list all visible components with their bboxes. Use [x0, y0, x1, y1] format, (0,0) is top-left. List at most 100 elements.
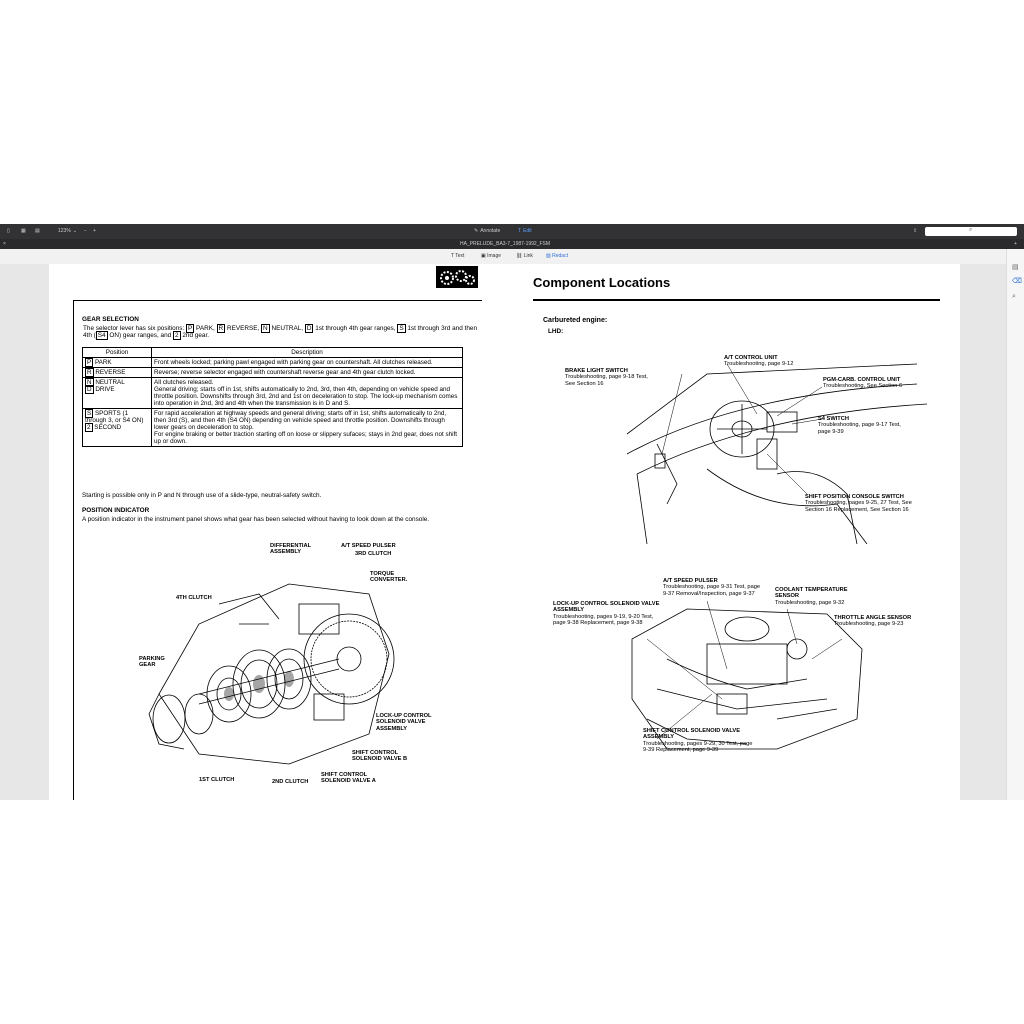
callout-title: THROTTLE ANGLE SENSOR: [834, 615, 912, 621]
link-icon: ⛓: [516, 253, 523, 259]
gear-selection-heading: GEAR SELECTION: [82, 316, 139, 323]
position-description: For rapid acceleration at highway speeds…: [154, 410, 447, 431]
callout-detail: Troubleshooting, page 9-18 Test, See Sec…: [565, 374, 648, 387]
zoom-level[interactable]: 123%⌄: [58, 228, 77, 234]
link-tool-label: Link: [523, 253, 533, 259]
search-panel-icon[interactable]: ⌕: [1012, 293, 1016, 300]
label-lockup-valve: LOCK-UP CONTROL SOLENOID VALVE ASSEMBLY: [376, 713, 432, 732]
transmission-illustration: [148, 583, 395, 765]
grid-view-icon[interactable]: ▦: [21, 228, 26, 234]
position-name: PARK: [94, 359, 112, 366]
intro-part-1: The selector lever has six positions:: [83, 325, 185, 332]
right-sidebar: ▤ ⌫ ⌕: [1006, 249, 1024, 800]
label-2nd-clutch: 2ND CLUTCH: [272, 779, 309, 785]
label-shift-valve-b: SHIFT CONTROL SOLENOID VALVE B: [352, 750, 408, 763]
table-header-row: Position Description: [82, 347, 463, 358]
margin-rule: [73, 300, 74, 800]
label-shift-valve-a: SHIFT CONTROL SOLENOID VALVE A: [321, 772, 376, 785]
dashboard-illustration: [626, 363, 928, 544]
header-rule: [73, 300, 482, 301]
tag-icon[interactable]: ⌫: [1012, 278, 1022, 285]
position-indicator-text: A position indicator in the instrument p…: [82, 516, 430, 523]
callout-detail: Troubleshooting, page 9-23: [834, 621, 904, 628]
callout-detail: Troubleshooting, page 9-32: [775, 599, 845, 606]
callout-detail: Troubleshooting, pages 9-29, 30 Test, pa…: [643, 740, 753, 753]
edit-toolbar: T Text ▣ Image ⛓ Link ▨ Redact: [0, 249, 1024, 265]
add-tab-icon[interactable]: +: [1014, 241, 1017, 247]
intro-part-2: 1st through 4th gear ranges,: [315, 325, 396, 332]
share-icon[interactable]: ⇪: [913, 228, 918, 234]
position-description: For engine braking or better traction st…: [154, 431, 458, 445]
position-code: N: [85, 378, 94, 387]
page-left: GEAR SELECTION The selector lever has si…: [49, 264, 507, 800]
zoom-in-button[interactable]: +: [93, 228, 96, 234]
label-torque-converter: TORQUE CONVERTER.: [370, 571, 408, 584]
tab-bar: × HA_PRELUDE_BA3-7_1987-1992_FSM +: [0, 239, 1024, 249]
label-4th-clutch: 4TH CLUTCH: [176, 595, 212, 601]
label-speed-pulser: A/T SPEED PULSER: [341, 543, 396, 549]
tab-title[interactable]: HA_PRELUDE_BA3-7_1987-1992_FSM: [460, 241, 551, 247]
close-icon[interactable]: ×: [3, 241, 6, 247]
position-description: Front wheels locked; parking pawl engage…: [151, 357, 463, 368]
position-name: DRIVE: [95, 386, 115, 393]
position-name: NEUTRAL: [95, 379, 125, 386]
lhd-heading: LHD:: [548, 328, 564, 335]
position-description: Reverse; reverse selector engaged with c…: [151, 367, 463, 378]
position-name: SPORTS (1 through 3, or S4 ON): [85, 410, 144, 424]
page-right: Component Locations Carbureted engine: L…: [507, 264, 960, 800]
callout-title: PGM-CARB. CONTROL UNIT: [823, 377, 901, 383]
table-row: S SPORTS (1 through 3, or S4 ON)2 SECOND…: [82, 408, 463, 447]
position-indicator-heading: POSITION INDICATOR: [82, 507, 150, 514]
callout-title: S4 SWITCH: [818, 416, 849, 422]
annotate-button[interactable]: ✎Annotate: [474, 228, 500, 234]
image-tool[interactable]: ▣ Image: [481, 253, 501, 259]
image-icon: ▣: [481, 253, 486, 259]
redact-tool-label: Redact: [552, 253, 568, 259]
info-icon[interactable]: ▤: [1012, 264, 1019, 271]
position-name: SECOND: [94, 424, 122, 431]
callout-title: LOCK-UP CONTROL SOLENOID VALVE ASSEMBLY: [553, 601, 660, 614]
callout-detail: Troubleshooting, pages 9-19, 9-20 Test, …: [553, 613, 654, 626]
carbureted-heading: Carbureted engine:: [543, 317, 608, 324]
redact-tool[interactable]: ▨ Redact: [546, 253, 568, 259]
link-tool[interactable]: ⛓ Link: [516, 253, 533, 259]
redact-icon: ▨: [546, 253, 551, 259]
pen-icon: ✎: [474, 228, 479, 234]
callout-title: COOLANT TEMPERATURE SENSOR: [775, 587, 848, 600]
edit-label: Edit: [523, 228, 532, 234]
text-edit-icon: T: [518, 228, 522, 234]
gears-logo: [436, 266, 478, 288]
gear-selection-intro: The selector lever has six positions: P …: [83, 324, 477, 341]
image-tool-label: Image: [487, 253, 502, 259]
text-tool[interactable]: T Text: [451, 253, 464, 259]
position-description: General driving; starts off in 1st, shif…: [154, 386, 458, 407]
callout-title: A/T SPEED PULSER: [663, 578, 718, 584]
zoom-out-button[interactable]: −: [84, 228, 87, 234]
column-header: Position: [82, 347, 152, 358]
callout-detail: Troubleshooting, page 9-31 Test, page 9-…: [663, 584, 761, 597]
position-name: REVERSE: [95, 369, 126, 376]
intro-part-3: through 3rd and then 4th (: [83, 325, 477, 340]
position-description: All clutches released.: [154, 379, 214, 386]
label-3rd-clutch: 3RD CLUTCH: [355, 551, 392, 557]
sidebar-toggle-icon[interactable]: ▯: [7, 228, 10, 234]
search-input[interactable]: ⌕: [925, 227, 1017, 236]
intro-part-4: ON) gear ranges, and: [109, 332, 172, 340]
text-icon: T: [451, 253, 454, 259]
callout-title: A/T CONTROL UNIT: [724, 355, 778, 361]
zoom-value: 123%: [58, 228, 71, 234]
page-layout-icon[interactable]: ▤: [35, 228, 40, 234]
